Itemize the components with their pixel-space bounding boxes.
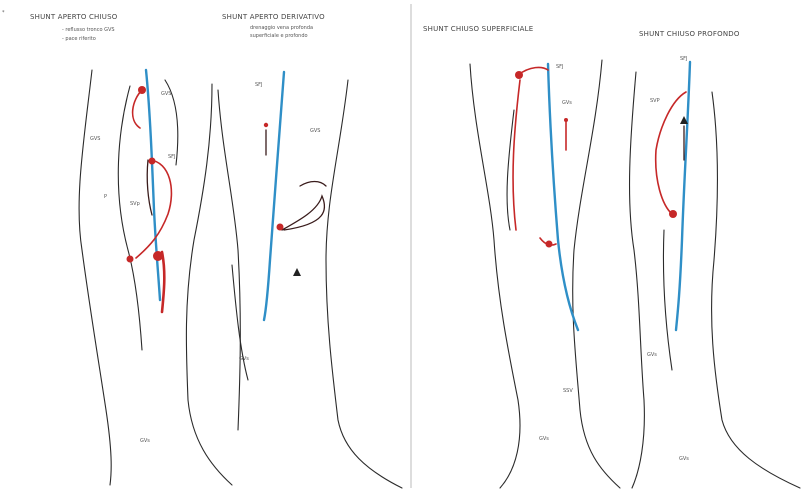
leg-1-escape-point xyxy=(127,256,134,263)
leg-2-shunt-loop xyxy=(282,196,325,230)
panel-2-note-1: drenaggio vena profonda xyxy=(250,25,313,31)
panel-1-title: SHUNT APERTO CHIUSO xyxy=(30,13,118,21)
leg-2-flow-head xyxy=(264,123,268,127)
leg-1-outline-right xyxy=(186,84,232,485)
panel-shunt-chiuso-superficiale: SHUNT CHIUSO SUPERFICIALE SFJ GVs SSV GV… xyxy=(423,25,620,488)
leg-4-label-2: SVP xyxy=(650,98,660,104)
leg-4-inner-contour xyxy=(663,230,672,370)
leg-4-label-4: GVs xyxy=(679,456,689,462)
leg-4-vein xyxy=(676,62,690,330)
leg-4-outline-right xyxy=(712,92,800,488)
leg-1-vein xyxy=(146,70,160,300)
leg-2-outline-left xyxy=(218,90,240,430)
leg-3-sfj-point xyxy=(515,71,523,79)
panel-shunt-aperto-derivativo: SHUNT APERTO DERIVATIVO drenaggio vena p… xyxy=(218,13,402,488)
panel-2-title: SHUNT APERTO DERIVATIVO xyxy=(222,13,325,21)
panel-4-title: SHUNT CHIUSO PROFONDO xyxy=(639,30,740,38)
leg-2-label-3: GVs xyxy=(239,356,249,362)
leg-3-label-4: GVs xyxy=(539,436,549,442)
leg-1-label-4: SVp xyxy=(130,201,140,207)
panel-1-note-1: - reflusso tronco GVS xyxy=(62,27,115,33)
leg-1-inner-contour xyxy=(118,86,142,350)
leg-2-label-2: GVS xyxy=(310,128,320,134)
leg-2-label-1: SFJ xyxy=(255,82,263,88)
leg-3-flow-head xyxy=(564,118,568,122)
corner-mark: * xyxy=(2,10,5,16)
leg-3-label-1: SFJ xyxy=(556,64,564,70)
leg-1-reflux-lower xyxy=(162,252,164,312)
leg-1-outline-left xyxy=(79,70,111,485)
panel-3-title: SHUNT CHIUSO SUPERFICIALE xyxy=(423,25,533,33)
leg-3-outline-right xyxy=(573,60,620,488)
panel-2-note-2: superficiale e profondo xyxy=(250,33,308,39)
leg-2-arrow-up xyxy=(293,268,301,276)
leg-2-vein xyxy=(264,72,284,320)
leg-4-outline-left xyxy=(630,72,645,488)
leg-1-label-3: GVS xyxy=(90,136,100,142)
leg-3-label-2: GVs xyxy=(562,100,572,106)
panel-shunt-chiuso-profondo: SHUNT CHIUSO PROFONDO SFJ SVP GVs GVs xyxy=(630,30,800,488)
leg-4-reflux-loop xyxy=(656,92,686,214)
leg-2-branch xyxy=(300,182,326,187)
leg-1-label-6: P xyxy=(104,194,107,200)
leg-1-label-1: GVS xyxy=(161,91,171,97)
leg-4-reentry-point xyxy=(669,210,677,218)
leg-1-reentry-point xyxy=(149,158,156,165)
leg-2-outline-right xyxy=(326,80,402,488)
leg-2-reentry-point xyxy=(277,224,284,231)
panel-shunt-aperto-chiuso: SHUNT APERTO CHIUSO - reflusso tronco GV… xyxy=(2,10,232,485)
leg-1-sfj-point xyxy=(138,86,146,94)
leg-1-label-5: GVs xyxy=(140,438,150,444)
leg-3-reentry-point xyxy=(546,241,553,248)
panel-1-note-2: - pace riferito xyxy=(62,36,96,42)
leg-1-reentry-lower xyxy=(153,251,163,261)
leg-1-label-2: SFJ xyxy=(168,154,176,160)
leg-3-reflux-trunk xyxy=(513,80,520,230)
leg-3-label-3: SSV xyxy=(563,388,573,394)
leg-4-label-3: GVs xyxy=(647,352,657,358)
leg-1-reflux-top xyxy=(133,90,142,128)
leg-4-label-1: SFJ xyxy=(680,56,688,62)
